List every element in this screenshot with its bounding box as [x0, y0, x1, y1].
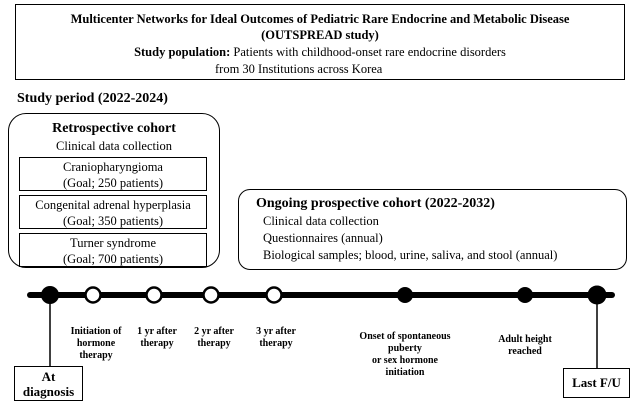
retrospective-title: Retrospective cohort [52, 121, 176, 136]
event-marker [145, 286, 163, 304]
event-label-2yr: 2 yr after therapy [194, 326, 234, 349]
last-fu-label: Last F/U [572, 375, 621, 390]
prospective-item: Clinical data collection [263, 214, 379, 228]
group-goal: (Goal; 250 patients) [63, 176, 163, 190]
start-marker [41, 286, 59, 304]
study-population-label: Study population: [134, 45, 231, 59]
event-label-adult-height: Adult height reached [498, 334, 552, 357]
group-box-craniopharyngioma: Craniopharyngioma (Goal; 250 patients) [19, 157, 207, 191]
at-diagnosis-line1: At [41, 369, 56, 384]
study-title-line2: (OUTSPREAD study) [261, 28, 379, 42]
group-name: Congenital adrenal hyperplasia [35, 198, 191, 212]
at-diagnosis-line2: diagnosis [22, 384, 75, 399]
group-box-cah: Congenital adrenal hyperplasia (Goal; 35… [19, 195, 207, 229]
retrospective-cohort-box: Retrospective cohort Clinical data colle… [8, 113, 220, 268]
event-marker [397, 287, 413, 303]
study-header-box: Multicenter Networks for Ideal Outcomes … [15, 4, 625, 80]
prospective-title: Ongoing prospective cohort (2022-2032) [256, 196, 495, 211]
event-label-initiation: Initiation of hormone therapy [70, 326, 122, 361]
study-population-line1: Study population: Patients with childhoo… [16, 44, 624, 60]
event-label-3yr: 3 yr after therapy [256, 326, 296, 349]
study-period-label: Study period (2022-2024) [17, 91, 168, 106]
retrospective-subtitle: Clinical data collection [56, 139, 172, 153]
at-diagnosis-box: At diagnosis [14, 366, 83, 401]
event-marker [265, 286, 283, 304]
prospective-cohort-box: Ongoing prospective cohort (2022-2032) C… [238, 189, 627, 270]
event-marker [84, 286, 102, 304]
event-label-puberty: Onset of spontaneous puberty or sex horm… [359, 331, 451, 378]
group-name: Turner syndrome [70, 236, 156, 250]
prospective-item: Biological samples; blood, urine, saliva… [263, 248, 558, 262]
group-goal: (Goal; 700 patients) [63, 252, 163, 266]
group-goal: (Goal; 350 patients) [63, 214, 163, 228]
study-population-line2: from 30 Institutions across Korea [215, 62, 383, 76]
study-title-line1: Multicenter Networks for Ideal Outcomes … [70, 12, 570, 26]
last-fu-box: Last F/U [563, 368, 630, 398]
group-name: Craniopharyngioma [63, 160, 163, 174]
event-marker [202, 286, 220, 304]
event-marker [517, 287, 533, 303]
event-label-1yr: 1 yr after therapy [137, 326, 177, 349]
study-population-text: Patients with childhood-onset rare endoc… [233, 45, 506, 59]
prospective-item: Questionnaires (annual) [263, 231, 383, 245]
group-box-turner: Turner syndrome (Goal; 700 patients) [19, 233, 207, 267]
end-marker [587, 285, 607, 305]
